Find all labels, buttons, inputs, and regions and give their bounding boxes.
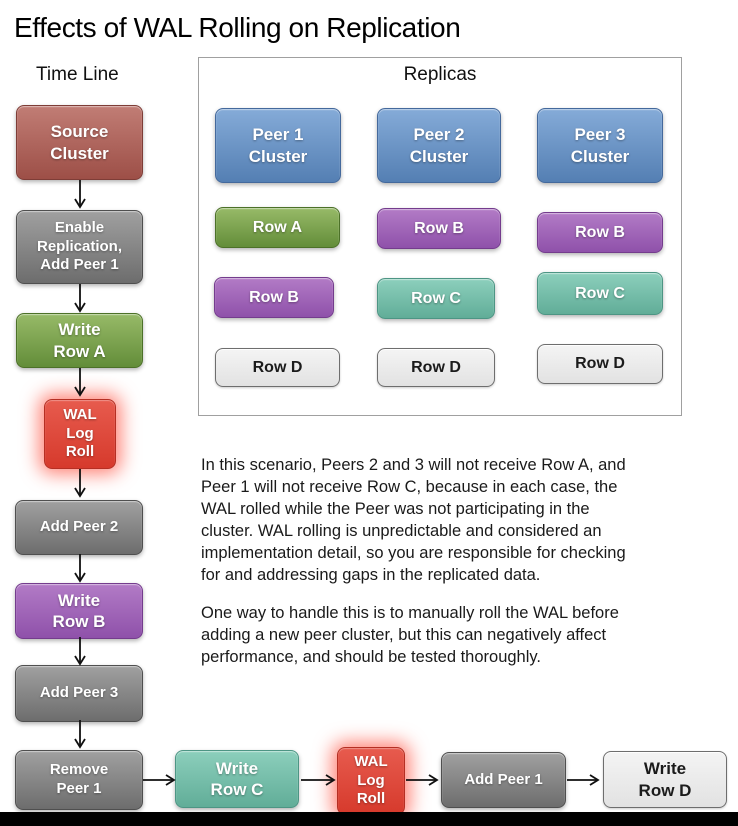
arrow-down-icon <box>74 284 86 313</box>
replica-peer3-row-c: Row C <box>537 272 663 315</box>
scenario-paragraph: In this scenario, Peers 2 and 3 will not… <box>201 456 626 584</box>
replica-peer2-row-b: Row B <box>377 208 501 249</box>
bottom-bar <box>0 812 738 826</box>
page-title: Effects of WAL Rolling on Replication <box>14 12 461 43</box>
node-peer-2-cluster: Peer 2 Cluster <box>377 108 501 183</box>
arrow-down-icon <box>74 554 86 583</box>
replicas-panel: Replicas Peer 1 Cluster Peer 2 Cluster P… <box>198 57 682 416</box>
node-wal-log-roll-2: WAL Log Roll <box>337 747 405 815</box>
arrow-down-icon <box>74 368 86 397</box>
arrow-right-icon <box>406 774 439 786</box>
mitigation-paragraph: One way to handle this is to manually ro… <box>201 604 619 666</box>
node-write-row-a: Write Row A <box>16 313 143 368</box>
replicas-title: Replicas <box>403 64 477 85</box>
replica-peer1-row-b: Row B <box>214 277 334 318</box>
replica-peer3-row-b: Row B <box>537 212 663 253</box>
arrow-down-icon <box>74 637 86 666</box>
arrow-right-icon <box>143 774 176 786</box>
replica-peer2-row-c: Row C <box>377 278 495 319</box>
arrow-right-icon <box>301 774 336 786</box>
node-add-peer-3: Add Peer 3 <box>15 665 143 722</box>
arrow-down-icon <box>74 469 86 498</box>
replica-peer2-row-d: Row D <box>377 348 495 387</box>
node-source-cluster: Source Cluster <box>16 105 143 180</box>
node-remove-peer-1: Remove Peer 1 <box>15 750 143 810</box>
timeline-label: Time Line <box>36 64 119 85</box>
node-wal-log-roll-1: WAL Log Roll <box>44 399 116 469</box>
arrow-down-icon <box>74 180 86 209</box>
replica-peer1-row-d: Row D <box>215 348 340 387</box>
node-add-peer-1-bottom: Add Peer 1 <box>441 752 566 808</box>
arrow-down-icon <box>74 720 86 749</box>
arrow-right-icon <box>567 774 600 786</box>
replica-peer3-row-d: Row D <box>537 344 663 384</box>
node-peer-1-cluster: Peer 1 Cluster <box>215 108 341 183</box>
node-enable-replication: Enable Replication, Add Peer 1 <box>16 210 143 284</box>
node-write-row-b: Write Row B <box>15 583 143 639</box>
node-peer-3-cluster: Peer 3 Cluster <box>537 108 663 183</box>
node-write-row-d: Write Row D <box>603 751 727 808</box>
replica-peer1-row-a: Row A <box>215 207 340 248</box>
node-add-peer-2: Add Peer 2 <box>15 500 143 555</box>
node-write-row-c: Write Row C <box>175 750 299 808</box>
